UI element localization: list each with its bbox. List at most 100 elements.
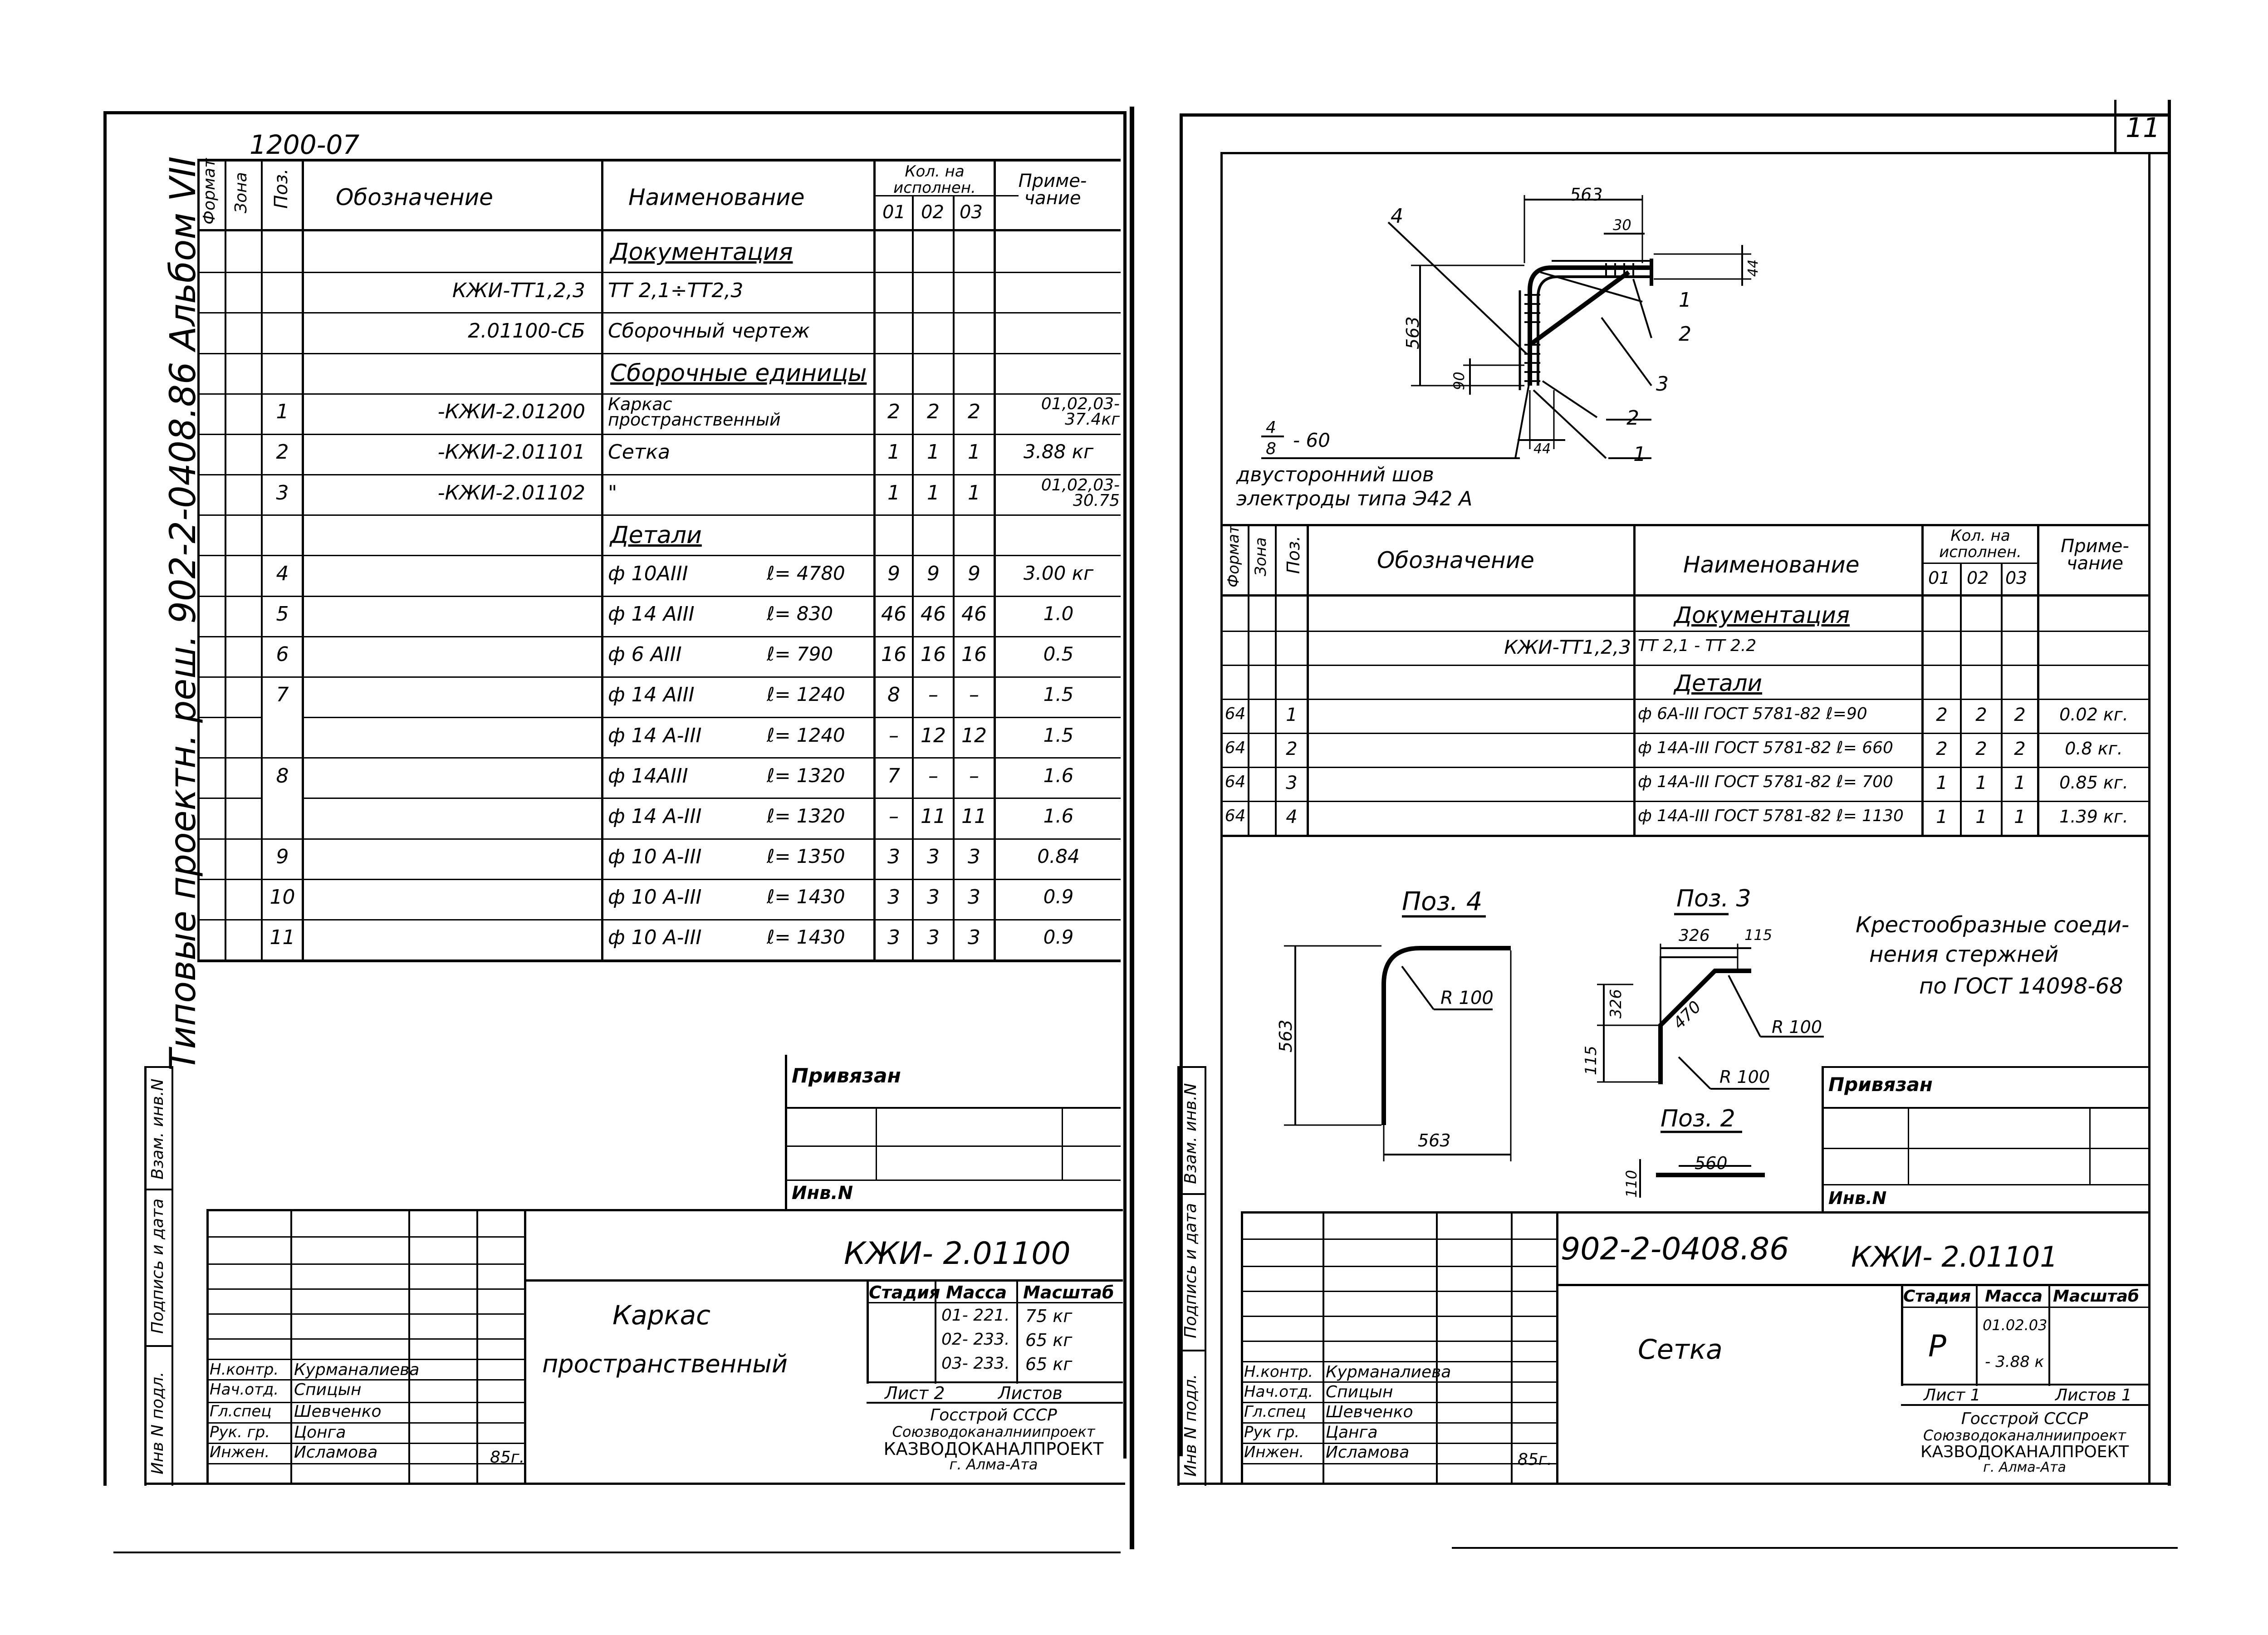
row-note: 1.5	[1043, 683, 1074, 705]
archive-number: 1200-07	[250, 129, 360, 160]
org-1: Госстрой СССР	[930, 1406, 1057, 1425]
row-length: ℓ= 1240	[767, 724, 845, 746]
row-qty-01: 3	[887, 886, 900, 909]
row-note: 0.8 кг.	[2065, 739, 2123, 759]
pos2-title: Поз. 2	[1661, 1105, 1735, 1132]
row-name: ф 10 А-III	[608, 926, 702, 949]
row-pos: 6	[276, 643, 289, 666]
row-note: 01,02,03- 30.75	[1041, 476, 1120, 510]
row-pos: 3	[276, 481, 289, 504]
row-note: 1.39 кг.	[2059, 807, 2128, 827]
row-name: ф 10АIII	[608, 562, 688, 585]
row-format: 64	[1225, 739, 1246, 757]
binding-label-right: Привязан	[1828, 1073, 1933, 1096]
row-qty-03: 1	[2014, 807, 2026, 827]
row-pos: 7	[276, 683, 289, 706]
row-qty-03: 2	[968, 400, 980, 423]
row-name: ф 6А-III ГОСТ 5781-82 ℓ=90	[1638, 705, 1867, 723]
row-name: ф 14 А-III	[608, 805, 702, 828]
row-format: 64	[1225, 705, 1246, 723]
row-qty-01: 2	[887, 400, 900, 423]
row-note: 0.02 кг.	[2059, 705, 2128, 724]
hdr-r-v03: 03	[2005, 568, 2028, 588]
inv-label-right: Инв.N	[1828, 1188, 1887, 1208]
row-qty-02: 1	[1975, 807, 1987, 827]
row-pos: 2	[1286, 739, 1298, 759]
row-pos: 2	[276, 441, 289, 464]
dim-563-top: 563	[1570, 185, 1603, 205]
section-heading: Детали	[610, 522, 702, 549]
stage-value: Р	[1928, 1329, 1946, 1364]
scale-1: 75 кг	[1025, 1306, 1073, 1326]
org-r3: КАЗВОДОКАНАЛПРОЕКТ	[1920, 1443, 2129, 1461]
mass-value-1: 01.02.03	[1983, 1317, 2048, 1334]
signer-name: Курманалиева	[294, 1361, 420, 1379]
pos3-r1: R 100	[1772, 1017, 1822, 1037]
stage-header-right: Стадия	[1903, 1287, 1971, 1306]
callout-1a: 1	[1679, 289, 1691, 312]
row-name: ф 14 АIII	[608, 683, 695, 706]
pos3-dim-d: 115	[1582, 1046, 1600, 1075]
row-qty-03: 1	[968, 481, 980, 504]
row-format: 64	[1225, 807, 1246, 825]
stamp-code: КЖИ- 2.01100	[844, 1236, 1071, 1272]
hdr-designation: Обозначение	[336, 184, 493, 210]
row-qty-01: 1	[887, 441, 900, 464]
callout-1b: 1	[1633, 443, 1646, 466]
hdr-qty: Кол. на исполнен.	[893, 162, 976, 197]
title-line-1: Каркас	[612, 1300, 710, 1331]
hdr-r-name: Наименование	[1683, 552, 1860, 578]
row-qty-02: 1	[927, 441, 940, 464]
row-pos: 11	[269, 926, 295, 949]
signer-name: Исламова	[294, 1443, 378, 1462]
signer-name: Исламова	[1326, 1443, 1410, 1462]
org-r4: г. Алма-Ата	[1983, 1459, 2066, 1475]
pos2-len: 560	[1695, 1153, 1728, 1173]
hdr-r-designation: Обозначение	[1377, 547, 1534, 573]
row-qty-03: 3	[968, 926, 980, 949]
scale-header-right: Масштаб	[2053, 1287, 2139, 1306]
row-qty-01: 9	[887, 562, 900, 585]
margin-label-r2: Подпись и дата	[1181, 1203, 1200, 1338]
row-note: 0.84	[1037, 845, 1080, 867]
row-qty-01: 7	[887, 764, 900, 788]
signer-role: Гл.спец	[1244, 1403, 1306, 1421]
row-note: 3.00 кг	[1023, 562, 1094, 584]
pos3-dim-a: 326	[1679, 926, 1710, 945]
signer-role: Рук. гр.	[210, 1423, 270, 1441]
row-qty-02: 46	[921, 602, 946, 626]
section-heading: Детали	[1674, 670, 1763, 696]
row-qty-03: 3	[968, 845, 980, 868]
row-qty-02: 3	[927, 886, 940, 909]
year: 85г.	[490, 1448, 525, 1467]
scale-3: 65 кг	[1025, 1354, 1073, 1374]
scale-header: Масштаб	[1023, 1283, 1114, 1302]
row-note: 3.88 кг	[1023, 441, 1094, 463]
row-qty-02: 9	[927, 562, 940, 585]
row-name: ф 14 АIII	[608, 602, 695, 626]
row-name: Сборочный чертеж	[608, 319, 810, 343]
row-pos: 1	[276, 400, 289, 423]
row-name: ф 14А-III ГОСТ 5781-82 ℓ= 1130	[1638, 807, 1904, 825]
org-r1: Госстрой СССР	[1961, 1410, 2088, 1428]
row-pos: 4	[1286, 807, 1298, 827]
year-right: 85г.	[1518, 1450, 1553, 1469]
row-qty-03: –	[969, 683, 979, 706]
dim-44-b: 44	[1533, 441, 1551, 457]
mass-value-2: - 3.88 к	[1985, 1353, 2044, 1371]
row-qty-02: 2	[1975, 705, 1987, 725]
row-qty-03: 3	[968, 886, 980, 909]
row-qty-02: 1	[927, 481, 940, 504]
row-qty-02: 12	[921, 724, 946, 747]
row-qty-01: 3	[887, 926, 900, 949]
weld-note-2: электроды типа Э42 А	[1236, 487, 1473, 510]
signer-name: Курманалиева	[1326, 1363, 1451, 1381]
row-note: 0.85 кг.	[2059, 773, 2128, 793]
row-qty-02: 3	[927, 926, 940, 949]
section-heading: Сборочные единицы	[610, 360, 867, 387]
org-3: КАЗВОДОКАНАЛПРОЕКТ	[883, 1439, 1104, 1459]
doc-number: 902-2-0408.86	[1561, 1231, 1789, 1267]
signer-role: Инжен.	[210, 1443, 270, 1461]
